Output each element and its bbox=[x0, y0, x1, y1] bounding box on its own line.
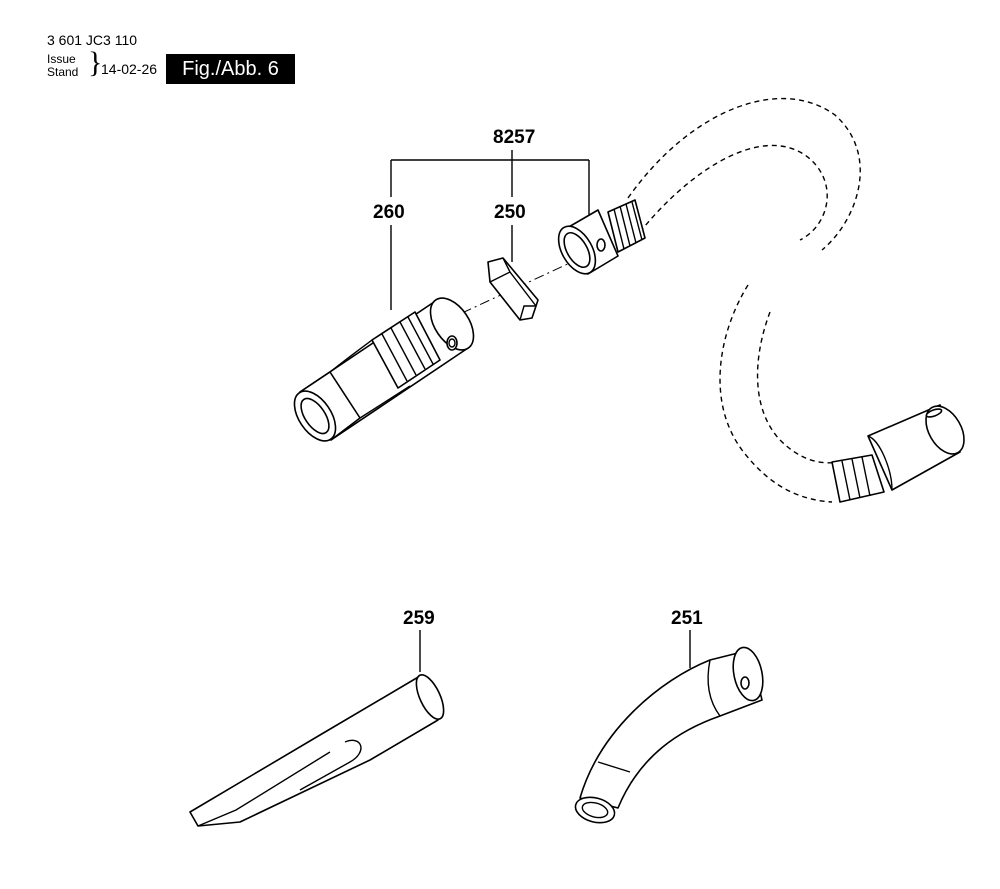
callout-8257: 8257 bbox=[493, 127, 535, 148]
header-block: 3 601 JC3 110 Issue Stand } 14-02-26 Fig… bbox=[0, 0, 400, 100]
clip-250 bbox=[487, 257, 539, 321]
nozzle-adapter-260 bbox=[293, 297, 475, 442]
part-number: 3 601 JC3 110 bbox=[47, 32, 138, 48]
callout-259: 259 bbox=[403, 608, 435, 629]
kit-bracket bbox=[390, 150, 590, 215]
callout-251: 251 bbox=[671, 608, 703, 629]
bent-tube-251 bbox=[574, 646, 764, 824]
callout-260: 260 bbox=[373, 202, 405, 223]
callout-250: 250 bbox=[494, 202, 526, 223]
hose-assembly bbox=[557, 97, 965, 503]
issue-label: Issue bbox=[47, 52, 76, 66]
crevice-nozzle-259 bbox=[189, 674, 445, 827]
issue-date: 14-02-26 bbox=[101, 61, 158, 77]
brace-icon: } bbox=[88, 46, 103, 79]
figure-label: Fig./Abb. 6 bbox=[166, 54, 295, 84]
stand-label: Stand bbox=[47, 65, 79, 79]
